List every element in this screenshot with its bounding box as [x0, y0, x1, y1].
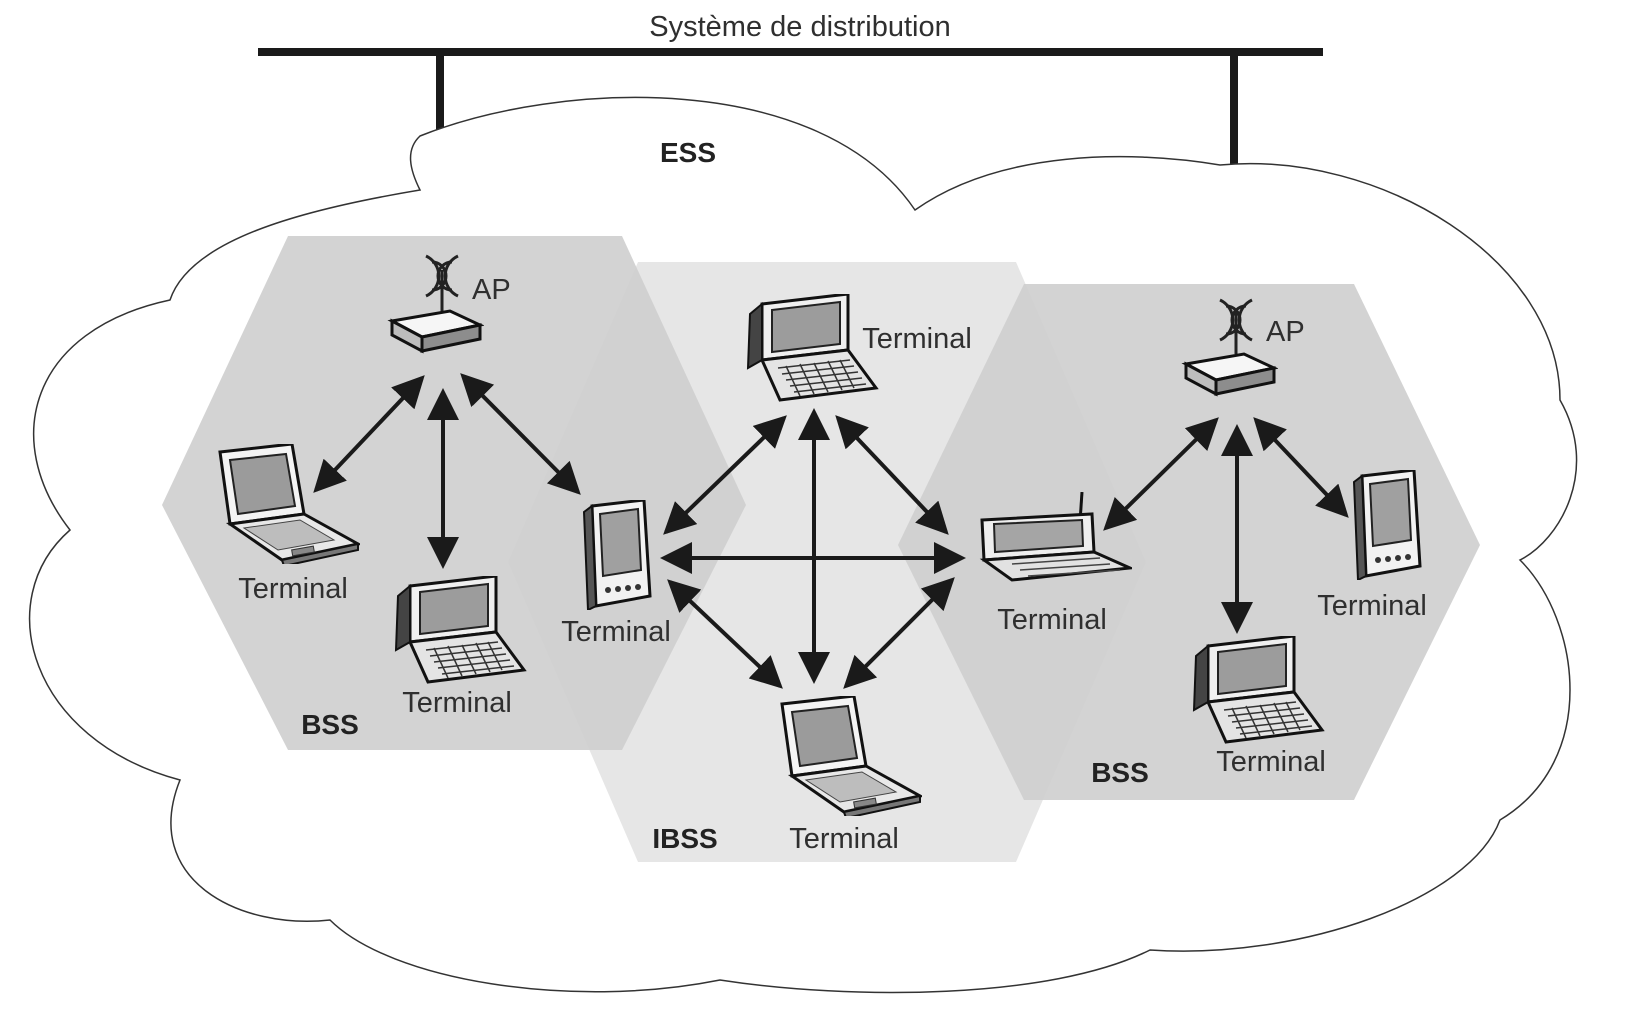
terminal-label: Terminal: [862, 323, 972, 355]
terminal-label: Terminal: [997, 604, 1107, 636]
ap-left-label: AP: [472, 274, 511, 306]
ap-right: AP: [1184, 298, 1305, 396]
wireless-signal-icon: [1219, 298, 1253, 342]
terminal-right-handheld: Terminal: [980, 492, 1132, 636]
ess-label: ESS: [660, 137, 716, 168]
bss-left-label: BSS: [301, 709, 359, 740]
pda-icon: [582, 500, 652, 610]
terminal-center-pda: Terminal: [561, 500, 671, 648]
terminal-label: Terminal: [1216, 746, 1326, 778]
pda-icon: [1352, 470, 1422, 580]
system-label: Système de distribution: [649, 11, 950, 43]
terminal-right-pda: Terminal: [1317, 470, 1427, 622]
terminal-left-laptop: Terminal: [218, 444, 360, 605]
wireless-signal-icon: [425, 254, 459, 298]
terminal-left-keyboard-laptop: Terminal: [394, 576, 526, 719]
links-bss-left: [313, 373, 581, 569]
terminal-label: Terminal: [789, 823, 899, 855]
links-ibss: [660, 408, 966, 689]
ap-left: AP: [390, 254, 511, 353]
terminal-right-bottom: Terminal: [1192, 636, 1326, 778]
terminal-ibss-top: Terminal: [746, 294, 972, 402]
ap-right-label: AP: [1266, 316, 1305, 348]
terminal-label: Terminal: [238, 573, 348, 605]
ibss-label: IBSS: [652, 823, 717, 854]
terminal-label: Terminal: [1317, 590, 1427, 622]
terminal-label: Terminal: [402, 687, 512, 719]
bss-right-label: BSS: [1091, 757, 1149, 788]
bss-right-area: [898, 284, 1480, 800]
terminal-ibss-bottom: Terminal: [780, 696, 922, 855]
links-bss-right: [1103, 417, 1349, 634]
terminal-label: Terminal: [561, 616, 671, 648]
